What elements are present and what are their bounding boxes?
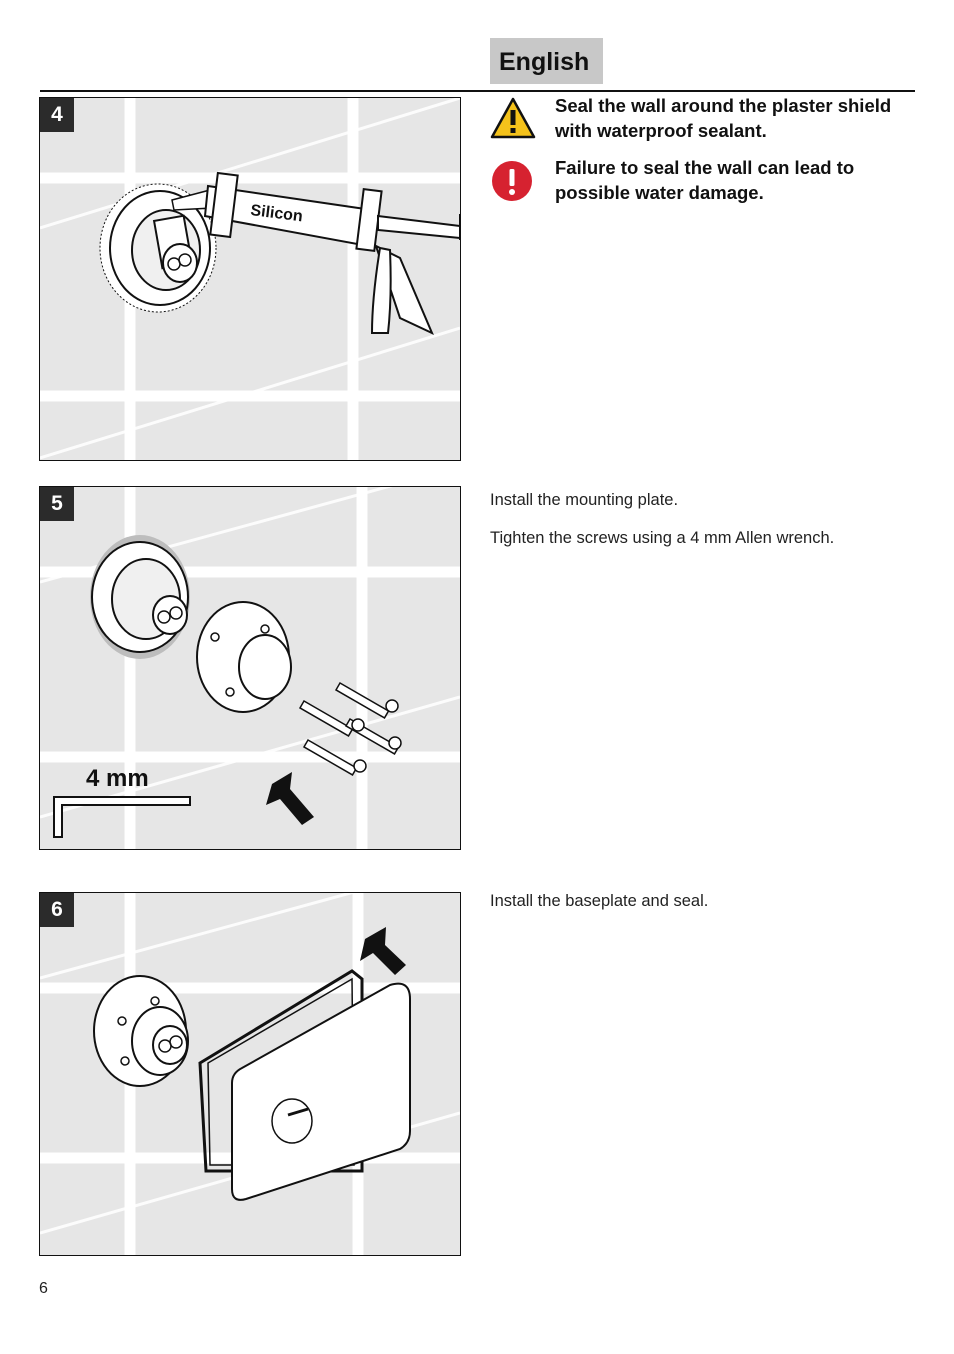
step-5-instruction-2: Tighten the screws using a 4 mm Allen wr… [490,529,835,547]
step-6-instruction-1: Install the baseplate and seal. [490,892,709,910]
silicon-cartridge-label: Silicon [250,202,304,225]
mounting-plate-illustration [53,535,402,838]
warning-sealant-text: Seal the wall around the plaster shield … [555,95,892,141]
step-6-badge: 6 [40,893,74,927]
step-5-instruction-1: Install the mounting plate. [490,491,679,509]
step-4-panel: Silicon 4 [39,97,461,461]
tile-wall-background [40,98,460,460]
step-5-badge: 5 [40,487,74,521]
language-tab: English [490,38,603,84]
warning-triangle-icon [490,97,536,139]
allen-wrench-size-label: 4 mm [86,765,149,792]
exclamation-circle-icon [492,161,532,201]
step-6-panel: 6 [39,892,461,1256]
warning-sealant: Seal the wall around the plaster shield … [490,93,910,147]
page-number: 6 [39,1280,48,1297]
step-5-panel: 5 4 mm [39,486,461,850]
warning-water-damage: Failure to seal the wall can lead to pos… [490,155,910,209]
warning-water-damage-text: Failure to seal the wall can lead to pos… [555,157,855,203]
sealant-gun-illustration: Silicon [99,171,460,336]
header-rule [40,90,915,92]
baseplate-seal-illustration [93,927,411,1201]
step-4-badge: 4 [40,98,74,132]
